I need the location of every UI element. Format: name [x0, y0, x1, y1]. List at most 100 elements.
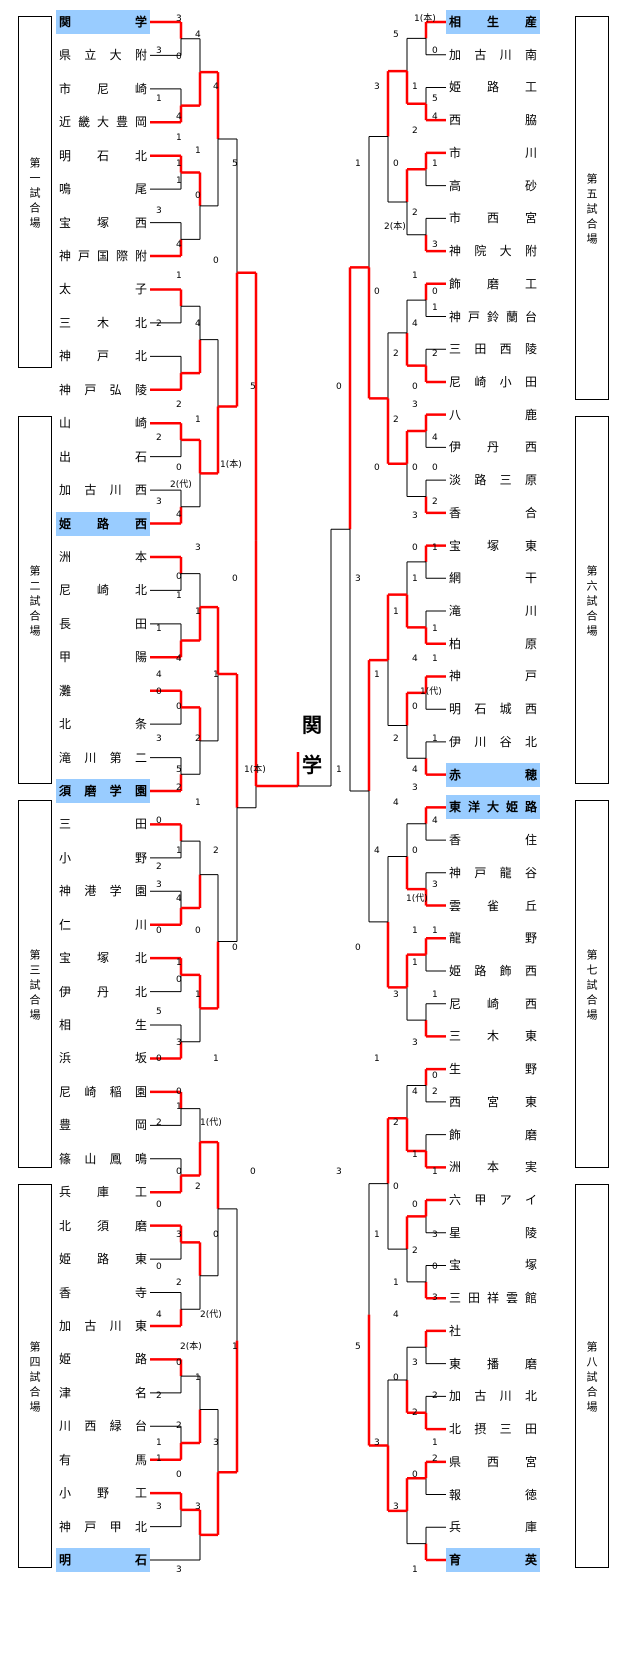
team-char: 磨 — [486, 276, 499, 291]
team-char: 西 — [524, 702, 537, 717]
team-char: 須 — [59, 784, 72, 798]
team-char: 蘭 — [505, 309, 518, 324]
score-label: 2 — [213, 846, 219, 856]
score-label: 1 — [374, 1054, 380, 1064]
score-label: 3 — [156, 46, 162, 56]
team-left: 鳴尾 — [56, 177, 150, 201]
team-char: 神 — [449, 669, 462, 684]
score-label: 1 — [176, 958, 182, 968]
team-left: 相生 — [56, 1013, 150, 1037]
team-char: 干 — [524, 571, 537, 586]
team-char: 産 — [524, 15, 537, 29]
venue-label: 第 七 試 合 場 — [586, 948, 598, 1022]
team-char: 三 — [59, 817, 72, 832]
score-label: 2 — [393, 415, 399, 425]
score-label: 1(代) — [406, 894, 428, 904]
team-char: 生 — [449, 1062, 462, 1077]
team-right: 加古川南 — [446, 43, 540, 67]
score-label: 3 — [336, 1167, 342, 1177]
team-left: 尼崎稲園 — [56, 1080, 150, 1104]
team-char: 子 — [134, 282, 147, 297]
score-label: 0 — [412, 382, 418, 392]
score-label: 2 — [432, 349, 438, 359]
score-label: 2 — [156, 862, 162, 872]
team-char: 学 — [109, 884, 122, 899]
score-label: 1 — [432, 926, 438, 936]
score-label: 2 — [432, 1454, 438, 1464]
score-label: 4 — [412, 319, 418, 329]
team-char: 洲 — [449, 1160, 462, 1175]
team-char: 西 — [84, 1419, 97, 1434]
team-char: 龍 — [449, 931, 462, 946]
score-label: 1 — [176, 846, 182, 856]
team-left: 尼崎北 — [56, 578, 150, 602]
score-label: 0 — [412, 543, 418, 553]
team-char: 緑 — [109, 1419, 122, 1434]
team-char: 塚 — [524, 1258, 537, 1273]
score-label: 1 — [374, 1230, 380, 1240]
team-char: 石 — [134, 449, 147, 464]
team-char: 北 — [524, 1389, 537, 1404]
team-char: 塚 — [96, 215, 109, 230]
team-char: 合 — [524, 505, 537, 520]
score-label: 1 — [156, 1438, 162, 1448]
score-label: 3 — [355, 574, 361, 584]
score-label: 2 — [432, 1087, 438, 1097]
team-char: 実 — [524, 1160, 537, 1175]
score-label: 1(本) — [220, 460, 242, 470]
team-left: 加古川西 — [56, 478, 150, 502]
team-char: 野 — [134, 850, 147, 865]
team-char: 雀 — [486, 898, 499, 913]
score-label: 0 — [156, 926, 162, 936]
team-char: 崎 — [96, 583, 109, 598]
score-label: 0 — [250, 1167, 256, 1177]
score-label: 5 — [393, 30, 399, 40]
score-label: 3 — [156, 497, 162, 507]
score-label: 0 — [412, 463, 418, 473]
team-char: 香 — [449, 505, 462, 520]
team-char: 工 — [134, 1185, 147, 1200]
team-char: 崎 — [134, 81, 147, 96]
team-char: 近 — [59, 115, 72, 130]
score-label: 2 — [432, 497, 438, 507]
team-left: 市尼崎 — [56, 77, 150, 101]
team-char: 北 — [134, 349, 147, 364]
team-char: 尾 — [134, 182, 147, 197]
team-char: 甲 — [59, 650, 72, 665]
team-left: 宝塚北 — [56, 946, 150, 970]
team-char: 明 — [449, 702, 462, 717]
team-char: 崎 — [486, 996, 499, 1011]
score-label: 3 — [374, 82, 380, 92]
team-left: 洲本 — [56, 545, 150, 569]
score-label: 0 — [156, 1200, 162, 1210]
team-char: 川 — [499, 47, 512, 62]
score-label: 1 — [176, 159, 182, 169]
team-char: 東 — [524, 1094, 537, 1109]
team-char: 城 — [499, 702, 512, 717]
score-label: 0 — [393, 1182, 399, 1192]
team-char: 路 — [474, 963, 487, 978]
score-label: 1 — [156, 1454, 162, 1464]
team-right: 北摂三田 — [446, 1417, 540, 1441]
score-label: 3 — [195, 543, 201, 553]
score-label: 0 — [374, 287, 380, 297]
team-left: 宝塚西 — [56, 211, 150, 235]
team-char: 育 — [449, 1553, 462, 1567]
score-label: 3 — [176, 1038, 182, 1048]
team-char: 坂 — [134, 1051, 147, 1066]
team-left: 姫路東 — [56, 1247, 150, 1271]
score-label: 0 — [432, 1071, 438, 1081]
score-label: 1 — [176, 133, 182, 143]
score-label: 1 — [195, 798, 201, 808]
team-char: 三 — [449, 1291, 462, 1306]
team-right: 神戸龍谷 — [446, 861, 540, 885]
team-left: 神戸弘陵 — [56, 378, 150, 402]
team-char: 篠 — [59, 1151, 72, 1166]
team-char: 摂 — [474, 1422, 487, 1437]
score-label: 1(本) — [244, 765, 266, 775]
team-char: 戸 — [84, 382, 97, 397]
team-char: 出 — [59, 449, 72, 464]
team-char: 甲 — [109, 1519, 122, 1534]
team-right: 六甲アイ — [446, 1188, 540, 1212]
